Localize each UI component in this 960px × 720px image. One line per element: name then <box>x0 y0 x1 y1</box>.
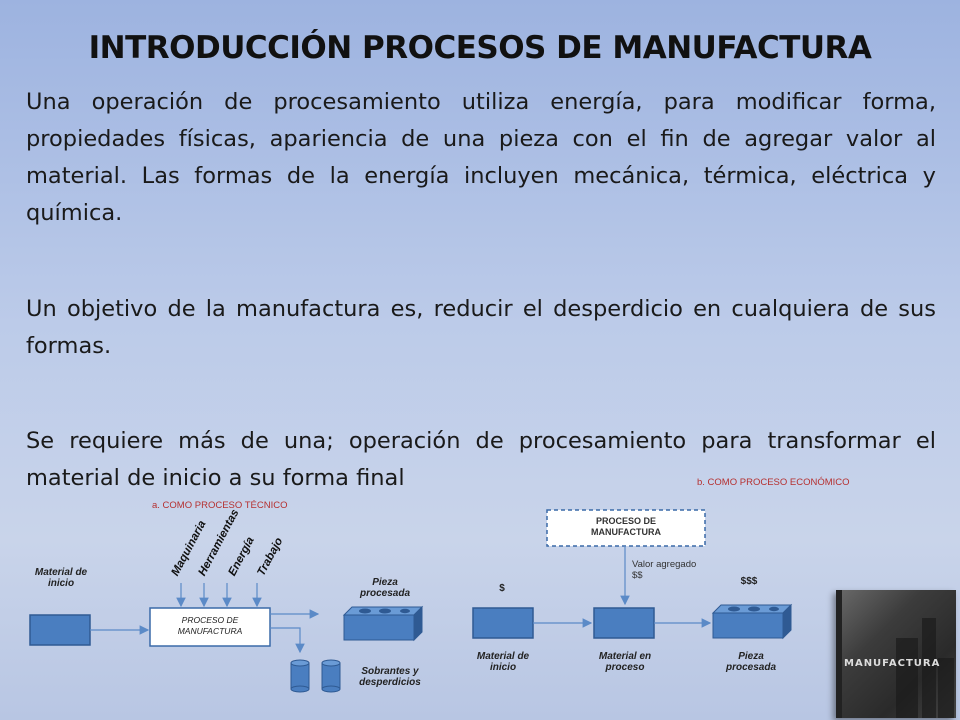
label-cost-1: $ <box>499 583 505 594</box>
process-box-a <box>149 607 271 647</box>
waste-cylinder-2 <box>321 659 341 693</box>
label-cost-3: $$$ <box>740 576 758 587</box>
label-material-inicio-a: Material de inicio <box>34 567 88 589</box>
pieza-block-a <box>342 605 424 642</box>
waste-cylinder-1 <box>290 659 310 693</box>
pieza-block-b <box>711 603 793 640</box>
material-inicio-box-a <box>29 614 91 646</box>
label-material-inicio-b: Material de inicio <box>476 651 530 673</box>
label-pieza-a: Pieza procesada <box>359 577 411 599</box>
label-pieza-b: Pieza procesada <box>725 651 777 673</box>
label-valor-agregado: Valor agregado $$ <box>632 559 697 581</box>
book-logo: MANUFACTURA <box>844 658 941 669</box>
material-inicio-box-b <box>472 607 534 639</box>
arrow-waste <box>270 627 305 654</box>
label-process-b: PROCESO DE MANUFACTURA <box>591 516 661 537</box>
label-process-a: PROCESO DE MANUFACTURA <box>177 615 243 636</box>
heading-proceso-tecnico: a. COMO PROCESO TÉCNICO <box>152 500 288 511</box>
process-box-b <box>546 509 706 547</box>
material-proceso-box <box>593 607 655 639</box>
slide-title: INTRODUCCIÓN PROCESOS DE MANUFACTURA <box>88 30 872 66</box>
paragraph-energy: Una operación de procesamiento utiliza e… <box>26 89 936 226</box>
label-sobrantes: Sobrantes y desperdicios <box>359 666 421 688</box>
book-cover-image: MANUFACTURA <box>836 590 956 718</box>
paragraph-waste: Un objetivo de la manufactura es, reduci… <box>26 296 936 359</box>
label-material-proceso: Material en proceso <box>598 651 652 673</box>
heading-proceso-economico: b. COMO PROCESO ECONÓMICO <box>697 477 850 488</box>
paragraph-operations: Se requiere más de una; operación de pro… <box>26 428 936 491</box>
